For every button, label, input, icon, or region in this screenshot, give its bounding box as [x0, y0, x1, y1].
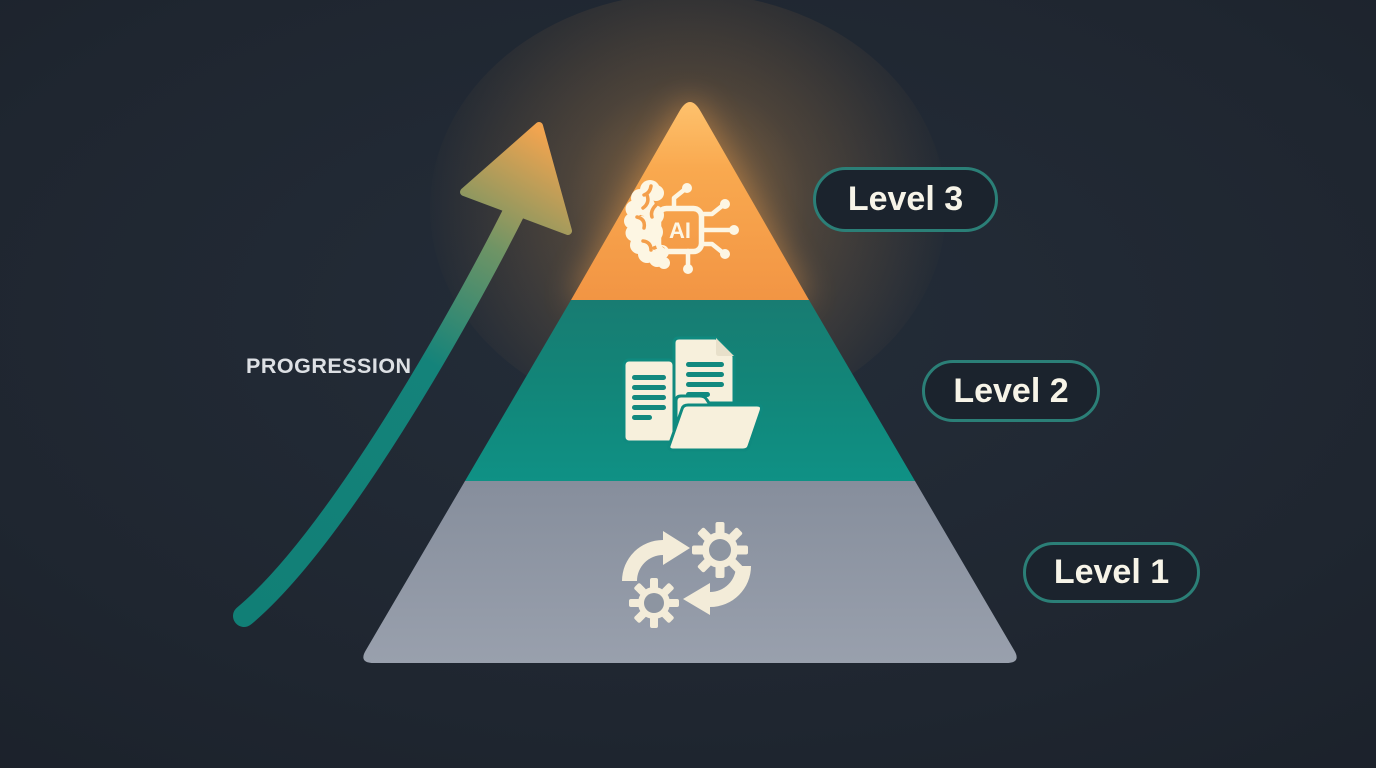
brain-folds [635, 184, 666, 252]
ai-chip-label: AI [669, 218, 691, 243]
document-left [622, 358, 676, 444]
gears-cycle-icon [622, 522, 751, 628]
level-3-section [571, 102, 809, 300]
progression-arrow-shaft [233, 197, 527, 627]
gear-bottom-left [629, 578, 679, 628]
progression-label: PROGRESSION [246, 354, 412, 378]
gear-top-right [692, 522, 748, 578]
cycle-arrow-left [683, 566, 751, 615]
brain-shape [624, 180, 670, 269]
circuit-traces [671, 187, 733, 268]
level-1-section [363, 481, 1017, 663]
circuit-nodes [682, 183, 739, 274]
folder-front [667, 403, 763, 452]
cycle-arrow-right [622, 531, 690, 581]
progression-arrow-head [460, 122, 572, 235]
progression-arrow [233, 122, 572, 627]
level-1-badge: Level 1 [1023, 542, 1200, 603]
level-2-badge: Level 2 [922, 360, 1100, 422]
folder [667, 394, 763, 452]
ai-brain-chip-icon: AI [624, 180, 739, 274]
level-3-badge: Level 3 [813, 167, 998, 232]
documents-folder-icon [622, 336, 763, 452]
